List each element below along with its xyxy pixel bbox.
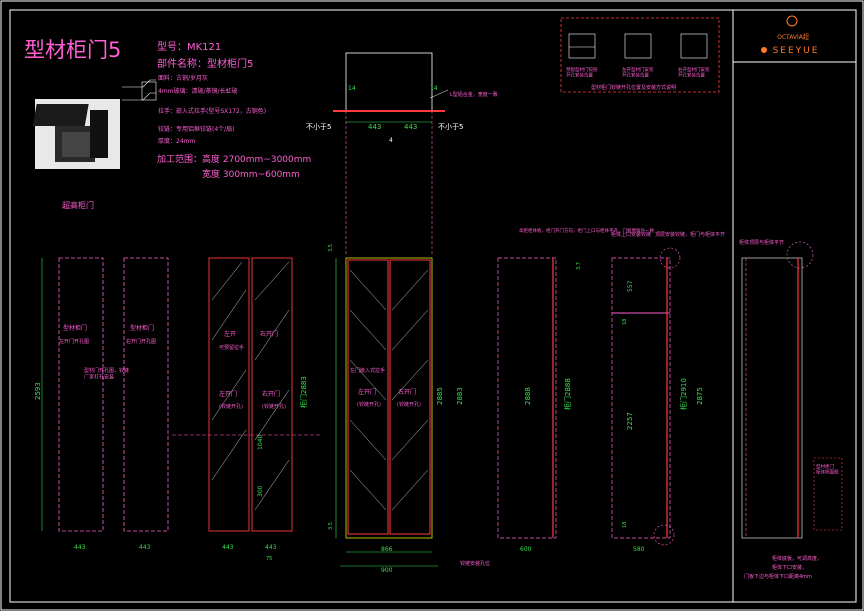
elev5-note-a: 柜体上口安装铰链 <box>611 231 651 238</box>
info-range-width: 宽度 300mm~600mm <box>202 168 300 180</box>
top-dim-14-right: 14 <box>430 85 438 92</box>
top-note-center: 4 <box>389 137 393 144</box>
elev5-lower: 2257 <box>626 412 634 430</box>
info-model-no: 型号：MK121 <box>157 40 221 53</box>
top-note-left: 不小于5 <box>306 122 331 131</box>
elev3-width-total: 900 <box>381 567 393 574</box>
elev3-label-r-sub: (铰链开孔) <box>397 401 421 408</box>
elevation-2: 左开 可预留拉手 右开门 左开门 (铰链开孔) 右开门 (铰链开孔) 1040 … <box>208 257 293 562</box>
brand-logo-top: OCTAVIA超 <box>777 33 809 41</box>
legend-caption-2: 左开型材门安装开孔安装位置 <box>622 66 654 79</box>
elev2-width-a: 443 <box>222 544 234 551</box>
info-line-3: 拉手：嵌入式拉手(型号SX172，古铜色) <box>158 107 266 115</box>
elev3-label-r: 右开门 <box>398 388 416 396</box>
legend-caption-3: 右开型材门安装开孔安装位置 <box>678 66 710 79</box>
elev1-door-left-label: 型材柜门 <box>63 324 87 332</box>
info-line-4: 铰链：专用铝框铰链(4个/扇) <box>158 125 235 133</box>
brand-logo-main: SEEYUE <box>773 46 820 56</box>
elev4-note-top: 高柜柜体板，柜门开门方向，柜门上口与柜体平齐，门板预留外一致 <box>519 227 654 234</box>
elev1-width-a: 443 <box>74 544 86 551</box>
elev3-dim-top: 3.5 <box>328 244 334 252</box>
elev1-middle-note: 型材门开孔图，铰链厂家打孔安装 <box>84 367 129 380</box>
elev4-side-label: 柜门2888 <box>563 378 572 410</box>
elev6-note-bottom-1: 柜体底板，可调高度， <box>772 555 822 562</box>
top-dim-right: 443 <box>404 123 417 131</box>
elevation-3: 柜门2883 3.5 3.5 2885 2883 左门嵌入式拉手 左开门 (铰链… <box>299 244 490 574</box>
elev1-height: 2593 <box>34 382 42 400</box>
elev3-label-l-sub: (铰链开孔) <box>357 401 381 408</box>
elev5-dim-2875: 2875 <box>696 387 704 405</box>
legend-footer: 型材柜门铰链开孔位置及安装方式说明 <box>591 84 676 91</box>
elev5-note-b: 顶层安装铰链，柜门与柜体平齐 <box>655 231 725 238</box>
elev6-note-bottom-3: 门板下边与柜体下口距离4mm <box>744 573 812 580</box>
elev1-door-right-label: 型材柜门 <box>130 324 154 332</box>
elev3-height: 2885 <box>436 387 444 405</box>
elev4-dim-top: 3.7 <box>576 262 582 270</box>
elev5-dim-18b: 18 <box>622 522 628 528</box>
info-line-5: 厚度：24mm <box>158 137 195 145</box>
elev1-door-left-sub: 左开门开孔图 <box>59 338 89 345</box>
elev3-label-l: 左开门 <box>358 388 376 396</box>
elev3-label-center: 左门嵌入式拉手 <box>350 367 385 374</box>
elevation-4: 高柜柜体板，柜门开门方向，柜门上口与柜体平齐，门板预留外一致 3.7 2888 … <box>497 227 654 553</box>
elev5-side-label: 柜门2910 <box>679 378 688 410</box>
elevation-5: 柜体上口安装铰链 顶层安装铰链，柜门与柜体平齐 557 2257 柜门2910 … <box>611 231 725 553</box>
info-line-2: 4mm玻璃：清玻/茶镜/长虹玻 <box>158 87 238 95</box>
elev6-note-box: 型材柜门柜体侧面图 <box>816 463 839 476</box>
page-title: 型材柜门5 <box>24 38 121 62</box>
top-dim-14-left: 14 <box>348 85 356 92</box>
brand-logo: OCTAVIA超 SEEYUE <box>761 15 820 56</box>
elev1-door-right-sub: 右开门开孔图 <box>126 338 156 345</box>
elev1-width-b: 443 <box>139 544 151 551</box>
elev2-dim-low: 300 <box>257 485 264 497</box>
legend-caption-1: 预留型材门铰链开孔安装位置 <box>566 66 598 79</box>
elev2-label-l-top: 左开 <box>224 330 236 338</box>
elev3-height-outer: 2883 <box>456 387 464 405</box>
top-dim-left: 443 <box>368 123 381 131</box>
elev5-upper: 557 <box>627 280 634 292</box>
section-label: 超高柜门 <box>62 200 94 210</box>
info-line-1: 面料：古铜/岁月灰 <box>158 74 208 82</box>
elev3-side-label: 柜门2883 <box>299 376 308 408</box>
elev2-width-b: 443 <box>265 544 277 551</box>
elev4-width: 600 <box>520 546 532 553</box>
info-range-label: 加工范围：高度 2700mm~3000mm <box>157 153 311 165</box>
elev2-label-r-top: 右开门 <box>260 330 278 338</box>
elev5-width: 580 <box>633 546 645 553</box>
elev6-note-bottom-2: 柜体下口安装， <box>772 564 807 571</box>
product-photo <box>32 99 120 169</box>
elev2-label-l-mid: 左开门 <box>219 390 237 398</box>
elev2-dim-mid: 1040 <box>257 435 264 450</box>
elev3-foot-note: 铰链安装孔位 <box>460 560 490 567</box>
elev2-label-l-sub: 可预留拉手 <box>219 344 244 351</box>
elev3-width: 866 <box>381 546 393 553</box>
elevation-1: 2593 443 443 型材柜门 左开门开孔图 型材柜门 右开门开孔图 型材门… <box>34 257 169 551</box>
legend-box: 预留型材门铰链开孔安装位置 左开型材门安装开孔安装位置 右开型材门安装开孔安装位… <box>560 17 720 93</box>
elev2-dim-bottom: 75 <box>266 556 272 562</box>
elev2-label-r-mid-sub: (铰链开孔) <box>262 403 286 410</box>
top-plan-view: 14 14 443 443 不小于5 不小于5 4 L型铝合金，宽度一致 <box>306 52 498 255</box>
info-block: 型号：MK121 部件名称：型材柜门5 面料：古铜/岁月灰 4mm玻璃：清玻/茶… <box>122 40 311 180</box>
elev2-label-l-mid-sub: (铰链开孔) <box>219 403 243 410</box>
inner-frame <box>9 9 857 603</box>
elev5-dim-18a: 18 <box>622 319 628 325</box>
elevation-6: 柜体顶层与柜体平齐 型材柜门柜体侧面图 柜体底板，可调高度， 柜体下口安装， 门… <box>739 239 843 580</box>
top-note-right: 不小于5 <box>438 122 463 131</box>
elev6-note-top: 柜体顶层与柜体平齐 <box>739 239 784 246</box>
info-part-name: 部件名称：型材柜门5 <box>157 57 253 70</box>
elev2-label-r-mid: 右开门 <box>262 390 280 398</box>
top-callout: L型铝合金，宽度一致 <box>450 91 498 98</box>
elev4-height: 2888 <box>524 387 532 405</box>
elev3-dim-bottom: 3.5 <box>328 522 334 530</box>
